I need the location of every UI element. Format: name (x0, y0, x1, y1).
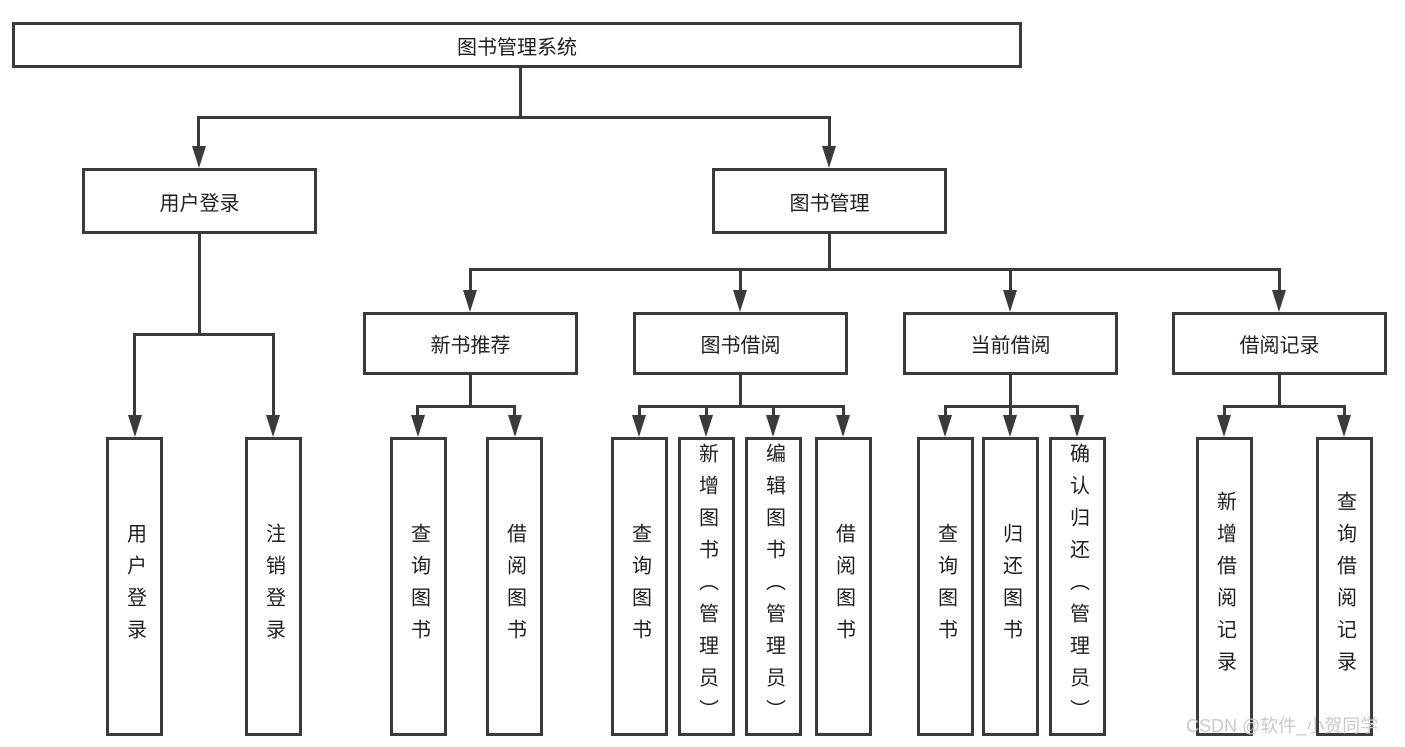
connector-line (133, 333, 136, 415)
connector-line (198, 234, 201, 335)
node-book-borrowing: 图书借阅 (633, 312, 848, 375)
arrow-down-icon (463, 290, 477, 312)
connector-line (705, 405, 708, 417)
arrow-down-icon (938, 415, 952, 437)
connector-line (519, 66, 522, 118)
connector-line (944, 405, 947, 417)
connector-line (1223, 405, 1346, 408)
leaf-query-books-2: 查询图书 (611, 437, 668, 736)
connector-line (772, 405, 775, 417)
connector-line (842, 405, 845, 417)
connector-line (469, 268, 472, 292)
connector-line (739, 268, 742, 292)
leaf-query-books-1: 查询图书 (390, 437, 447, 736)
connector-line (638, 405, 845, 408)
arrow-down-icon (733, 290, 747, 312)
leaf-add-book-admin: 新增图书（管理员） (678, 437, 735, 736)
connector-line (638, 405, 641, 417)
leaf-borrow-books-2: 借阅图书 (815, 437, 872, 736)
leaf-confirm-return-admin: 确认归还（管理员） (1049, 437, 1106, 736)
connector-line (1278, 375, 1281, 407)
connector-line (1278, 268, 1281, 292)
connector-line (469, 268, 1281, 271)
arrow-down-icon (128, 415, 142, 437)
arrow-down-icon (766, 415, 780, 437)
connector-line (828, 116, 831, 146)
arrow-down-icon (632, 415, 646, 437)
arrow-down-icon (699, 415, 713, 437)
leaf-return-books: 归还图书 (982, 437, 1039, 736)
leaf-query-books-3: 查询图书 (917, 437, 974, 736)
node-user-login: 用户登录 (82, 168, 317, 234)
arrow-down-icon (822, 146, 836, 168)
connector-line (416, 405, 419, 417)
arrow-down-icon (1272, 290, 1286, 312)
arrow-down-icon (508, 415, 522, 437)
arrow-down-icon (1070, 415, 1084, 437)
arrow-down-icon (1217, 415, 1231, 437)
arrow-down-icon (1003, 290, 1017, 312)
arrow-down-icon (1003, 415, 1017, 437)
arrow-down-icon (1337, 415, 1351, 437)
leaf-borrow-books-1: 借阅图书 (486, 437, 543, 736)
leaf-user-login: 用户登录 (106, 437, 163, 736)
connector-line (1076, 405, 1079, 417)
connector-line (1009, 268, 1012, 292)
watermark: CSDN @软件_小贺同学 (1186, 716, 1379, 736)
connector-line (416, 405, 516, 408)
connector-line (1343, 405, 1346, 417)
connector-line (828, 234, 831, 270)
leaf-add-borrow-record: 新增借阅记录 (1196, 437, 1253, 736)
connector-line (133, 333, 275, 336)
leaf-query-borrow-record: 查询借阅记录 (1316, 437, 1373, 736)
connector-line (1009, 375, 1012, 407)
node-borrowing-records: 借阅记录 (1172, 312, 1387, 375)
connector-line (513, 405, 516, 417)
arrow-down-icon (266, 415, 280, 437)
connector-line (469, 375, 472, 407)
connector-line (197, 116, 831, 119)
connector-line (272, 333, 275, 415)
leaf-edit-book-admin: 编辑图书（管理员） (745, 437, 802, 736)
node-new-book-recommendation: 新书推荐 (363, 312, 578, 375)
connector-line (1009, 405, 1012, 417)
connector-line (739, 375, 742, 407)
connector-line (197, 116, 200, 146)
arrow-down-icon (836, 415, 850, 437)
node-library-management-system: 图书管理系统 (12, 22, 1022, 68)
arrow-down-icon (192, 146, 206, 168)
arrow-down-icon (411, 415, 425, 437)
node-current-borrowing: 当前借阅 (903, 312, 1118, 375)
node-book-management: 图书管理 (712, 168, 947, 234)
leaf-logout: 注销登录 (245, 437, 302, 736)
connector-line (1223, 405, 1226, 417)
